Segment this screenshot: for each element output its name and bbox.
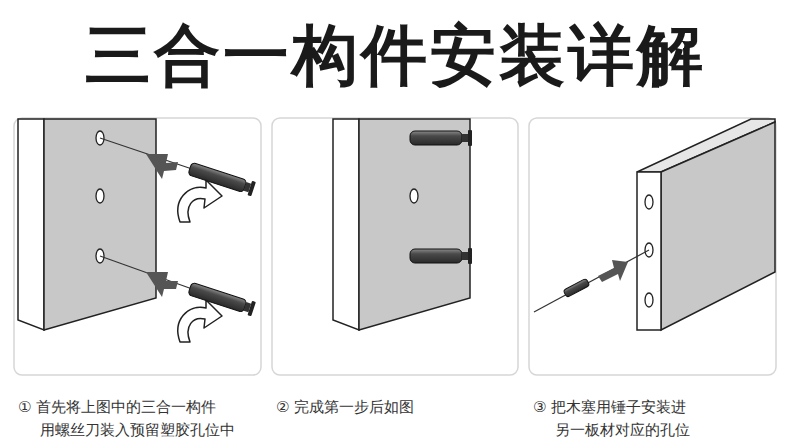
- page-title: 三合一构件安装详解: [85, 23, 706, 89]
- board: [333, 119, 472, 330]
- panel-frame: [272, 118, 518, 375]
- dowel-insert: [534, 250, 649, 312]
- board: [637, 119, 775, 330]
- step-caption: ① 首先将上图中的三合一构件 用螺丝刀装入预留塑胶孔位中: [18, 396, 258, 442]
- panel-frame: [14, 118, 261, 375]
- fitting-insert: [100, 138, 256, 316]
- board: [18, 119, 156, 330]
- panel-frame: [529, 118, 776, 375]
- rotate-icon: [178, 180, 222, 342]
- step-caption: ② 完成第一步后如图: [276, 396, 514, 419]
- step-caption: ③ 把木塞用锤子安装进 另一板材对应的孔位: [533, 396, 771, 442]
